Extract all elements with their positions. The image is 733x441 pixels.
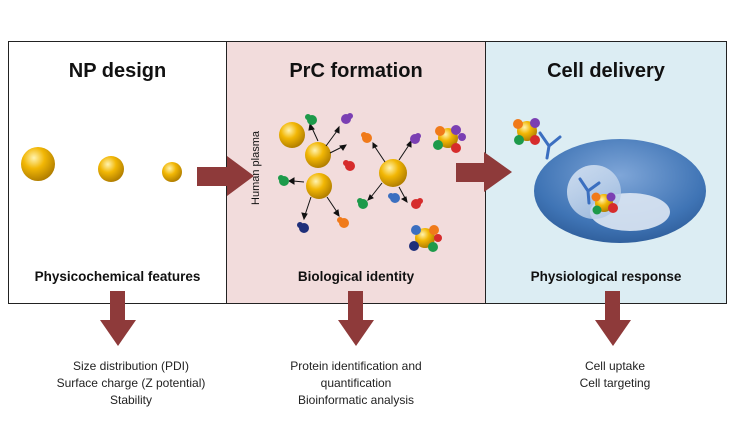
description-line: Cell targeting	[579, 376, 651, 390]
description-line: Cell uptake	[584, 359, 646, 373]
arrow-down-3	[595, 291, 631, 346]
panel-title-prc-formation: PrC formation	[289, 60, 423, 82]
description-line: Bioinformatic analysis	[297, 393, 415, 407]
corona-complex-cell-outside	[513, 118, 540, 145]
prc-arrows	[288, 122, 412, 221]
description-line: quantification	[320, 376, 392, 390]
prc-nanoparticle-4	[379, 159, 407, 187]
receptor-icon	[538, 131, 601, 205]
description-line: Surface charge (Z potential)	[56, 376, 206, 390]
panel-title-np-design: NP design	[68, 60, 167, 82]
description-line: Stability	[109, 393, 153, 407]
corona-complex-top	[433, 125, 466, 153]
panel-title-cell-delivery: Cell delivery	[547, 60, 665, 82]
prc-nanoparticle-3	[306, 173, 332, 199]
description-line: Protein identification and	[290, 359, 422, 373]
arrow-down-1	[100, 291, 136, 346]
nanoparticle-medium	[98, 156, 124, 182]
prc-nanoparticle-2	[305, 142, 331, 168]
corona-complex-cell-inside	[591, 192, 618, 215]
prc-nanoparticle-1	[279, 122, 305, 148]
description-np-design: Size distribution (PDI) Surface charge (…	[16, 358, 246, 409]
corona-complex-bottom	[409, 225, 442, 252]
panel-footer-physicochemical: Physicochemical features	[34, 269, 201, 284]
description-prc-formation: Protein identification and quantificatio…	[241, 358, 471, 409]
arrow-right-1	[197, 156, 254, 196]
description-line: Size distribution (PDI)	[72, 359, 190, 373]
description-cell-delivery: Cell uptake Cell targeting	[500, 358, 730, 392]
plasma-proteins	[278, 113, 423, 233]
panel-footer-physiological-response: Physiological response	[530, 269, 682, 284]
arrow-down-2	[338, 291, 374, 346]
nanoparticle-small	[162, 162, 182, 182]
panel-footer-biological-identity: Biological identity	[297, 269, 415, 284]
nanoparticle-large	[21, 147, 55, 181]
arrow-right-2	[456, 152, 512, 192]
